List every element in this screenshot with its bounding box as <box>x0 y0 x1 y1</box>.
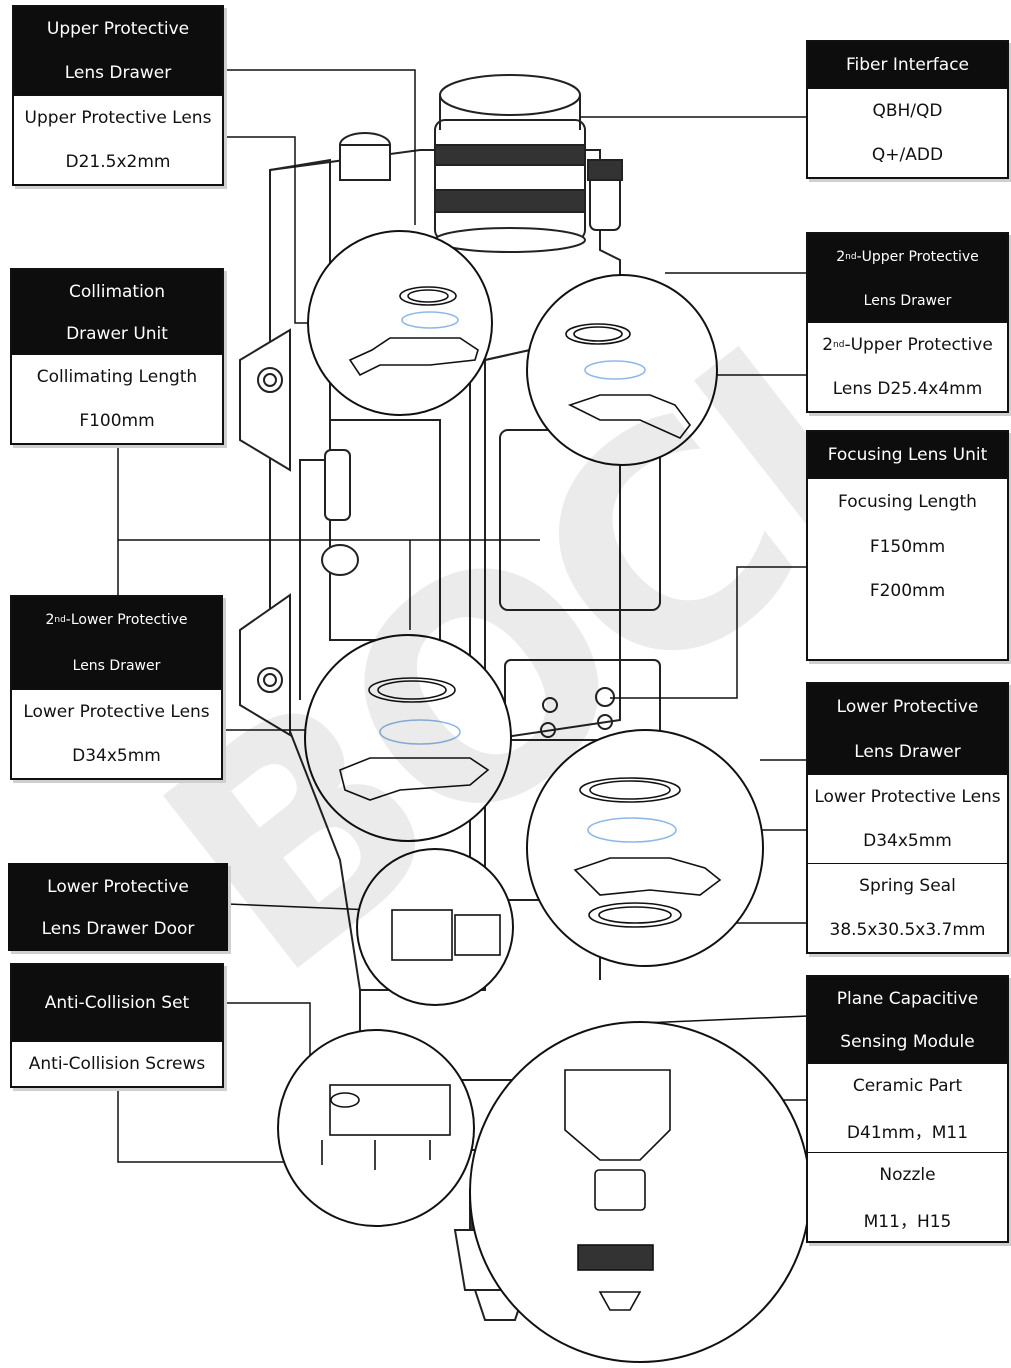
callout-upper-drawer-title-1: Upper Protective <box>14 7 222 51</box>
callout-lower-drawer-line-2: D34x5mm <box>863 831 952 851</box>
callout-focusing: Focusing Lens Unit Focusing Length F150m… <box>806 430 1009 661</box>
callout-focusing-line-2: F150mm <box>869 537 946 557</box>
callout-nozzle-line-1: Nozzle <box>808 1152 1007 1197</box>
callout-lower-drawer-title-1: Lower Protective <box>808 684 1007 730</box>
callout-lower-door-title-1: Lower Protective <box>10 865 226 909</box>
detail-second-lower-lens <box>304 634 512 842</box>
callout-upper-drawer-line-1: Upper Protective Lens <box>14 95 222 140</box>
callout-lower-drawer-title-2: Lens Drawer <box>808 730 1007 774</box>
callout-lower-drawer: Lower Protective Lens Drawer Lower Prote… <box>806 682 1009 954</box>
indicator-buttons <box>540 687 615 738</box>
callout-anti-collision-title: Anti-Collision Set <box>12 965 222 1041</box>
callout-collimation: Collimation Drawer Unit Collimating Leng… <box>10 268 224 445</box>
callout-focusing-title: Focusing Lens Unit <box>808 432 1007 478</box>
callout-capacitive-line-2: D41mm，M11 <box>846 1122 969 1143</box>
callout-second-upper-title-2: Lens Drawer <box>808 280 1007 322</box>
callout-fiber-title: Fiber Interface <box>808 42 1007 88</box>
detail-upper-lens <box>307 230 493 416</box>
callout-focusing-line-3: F200mm <box>869 581 946 601</box>
callout-fiber-line-2: Q+/ADD <box>871 145 944 165</box>
callout-lower-door: Lower Protective Lens Drawer Door <box>8 863 228 951</box>
callout-fiber: Fiber Interface QBH/QD Q+/ADD <box>806 40 1009 179</box>
detail-lower-door <box>356 848 514 1006</box>
detail-second-upper-lens <box>526 274 718 466</box>
detail-anti-collision <box>277 1029 475 1227</box>
callout-collimation-title-2: Drawer Unit <box>12 314 222 354</box>
callout-capacitive: Plane Capacitive Sensing Module Ceramic … <box>806 975 1009 1243</box>
callout-collimation-line-1: Collimating Length <box>12 354 222 399</box>
callout-upper-drawer-title-2: Lens Drawer <box>14 51 222 95</box>
callout-collimation-line-2: F100mm <box>79 411 155 431</box>
callout-focusing-spacer <box>808 613 1007 659</box>
callout-capacitive-title-2: Sensing Module <box>808 1021 1007 1063</box>
fiber-connector <box>339 74 623 253</box>
callout-spring-seal-line-2: 38.5x30.5x3.7mm <box>829 920 986 940</box>
callout-spring-seal-line-1: Spring Seal <box>808 863 1007 908</box>
callout-collimation-title-1: Collimation <box>12 270 222 314</box>
callout-fiber-line-1: QBH/QD <box>808 88 1007 133</box>
callout-nozzle-line-2: M11，H15 <box>863 1211 952 1232</box>
callout-second-lower-title-2: Lens Drawer <box>12 643 221 689</box>
callout-lower-drawer-line-1: Lower Protective Lens <box>808 774 1007 819</box>
detail-lower-lens <box>526 729 764 967</box>
side-handles <box>239 328 359 737</box>
callout-anti-collision: Anti-Collision Set Anti-Collision Screws <box>10 963 224 1088</box>
callout-lower-door-title-2: Lens Drawer Door <box>10 909 226 949</box>
detail-capacitive <box>469 1021 811 1363</box>
callout-second-lower-line-1: Lower Protective Lens <box>12 689 221 734</box>
callout-second-upper-line-2: Lens D25.4x4mm <box>832 379 983 399</box>
callout-focusing-line-1: Focusing Length <box>808 478 1007 525</box>
callout-upper-drawer: Upper Protective Lens Drawer Upper Prote… <box>12 5 224 186</box>
callout-capacitive-line-1: Ceramic Part <box>808 1063 1007 1108</box>
callout-upper-drawer-line-2: D21.5x2mm <box>65 152 171 172</box>
callout-anti-collision-line-1: Anti-Collision Screws <box>12 1041 222 1086</box>
callout-capacitive-title-1: Plane Capacitive <box>808 977 1007 1021</box>
callout-second-lower-line-2: D34x5mm <box>72 746 161 766</box>
